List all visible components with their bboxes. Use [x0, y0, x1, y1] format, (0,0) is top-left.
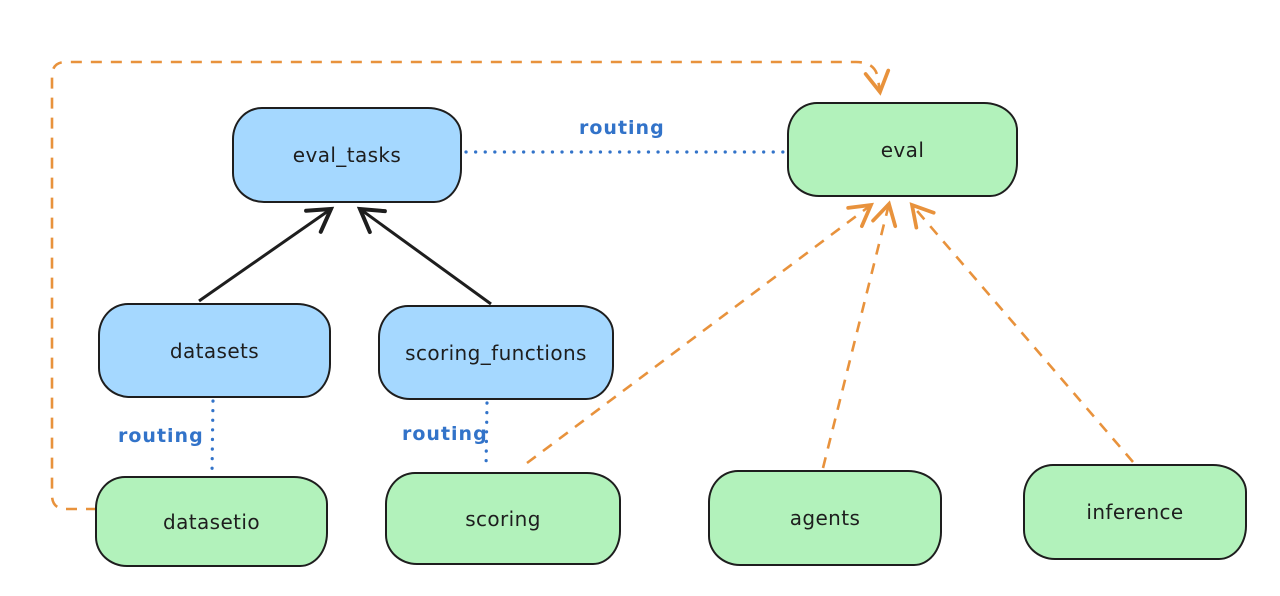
edge-datasets-to-eval_tasks — [198, 206, 335, 303]
node-scoring_functions-label: scoring_functions — [405, 340, 587, 365]
node-datasetio-label: datasetio — [162, 509, 260, 534]
node-datasets-label: datasets — [169, 338, 260, 363]
routing-label-eval_tasks-eval: routing — [579, 117, 665, 139]
edge-scoring_functions-to-scoring-routing — [484, 401, 489, 471]
edge-scoring_functions-to-eval_tasks — [356, 206, 492, 306]
node-eval_tasks-label: eval_tasks — [292, 143, 402, 167]
node-scoring_functions: scoring_functions — [378, 305, 614, 400]
edge-agents-to-eval — [821, 200, 898, 469]
node-eval_tasks: eval_tasks — [232, 107, 462, 203]
edge-datasets-to-datasetio-routing — [210, 399, 215, 475]
edge-datasetio-to-eval — [50, 60, 891, 511]
node-scoring: scoring — [385, 472, 621, 565]
node-eval: eval — [787, 102, 1018, 197]
node-inference-label: inference — [1086, 500, 1184, 524]
node-eval-label: eval — [880, 137, 925, 162]
node-datasetio: datasetio — [95, 476, 328, 567]
node-agents-label: agents — [789, 506, 861, 530]
routing-label-scoring_functions-scoring: routing — [402, 423, 488, 445]
edge-inference-to-eval — [909, 202, 1134, 463]
node-inference: inference — [1023, 464, 1247, 560]
node-datasets: datasets — [98, 303, 331, 398]
node-scoring-label: scoring — [465, 506, 541, 531]
node-agents: agents — [708, 470, 942, 566]
routing-label-datasets-datasetio: routing — [118, 425, 204, 447]
